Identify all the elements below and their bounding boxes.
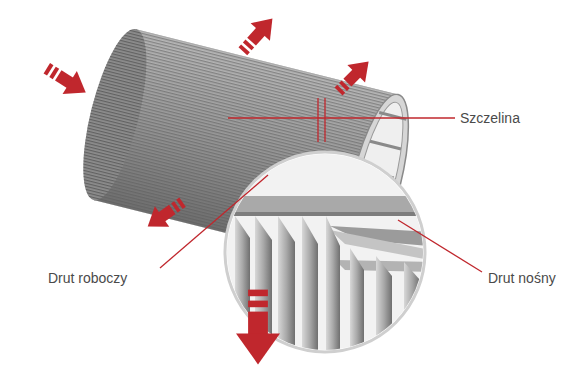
part-label: Szczelina: [460, 110, 520, 126]
part-label: Drut roboczy: [48, 270, 127, 286]
leader-lines: [160, 98, 482, 272]
part-label: Drut nośny: [488, 270, 556, 286]
flow-arrows: [40, 10, 378, 365]
